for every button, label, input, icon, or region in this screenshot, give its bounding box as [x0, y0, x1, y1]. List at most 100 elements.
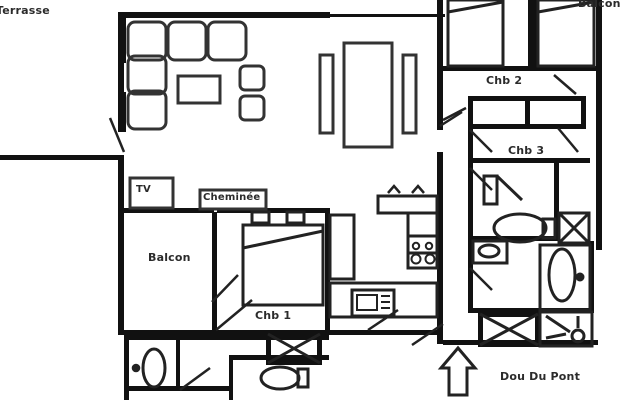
label-balcon-top: Balcon: [578, 0, 621, 10]
shower-box-br-x2: [479, 312, 539, 347]
door-chb2: [442, 106, 467, 122]
entrance-arrow-icon: [437, 345, 479, 397]
fireplace-unit: [198, 188, 268, 211]
label-tv: TV: [136, 184, 151, 195]
door-terrasse: [108, 117, 126, 153]
wall-kitchen-right: [437, 180, 443, 330]
living-room-furniture: [126, 20, 266, 131]
wall-shower-bl-left: [266, 332, 271, 365]
label-chb1: Chb 1: [255, 309, 292, 322]
wall-top-right-room-bottom: [533, 66, 601, 71]
sofa-cushion-2: [166, 20, 208, 62]
door-entry: [411, 322, 444, 347]
wall-bottom-kitchen: [324, 330, 443, 335]
wall-bottom-right: [443, 340, 598, 345]
bathtub-lower-housing: [538, 243, 592, 312]
wall-sofa-back-lower: [121, 92, 126, 132]
wall-shower-br-left: [478, 312, 483, 347]
wall-bl-divider-v: [176, 340, 180, 390]
burner-2: [424, 241, 434, 251]
wall-bl-vert-right: [229, 355, 233, 400]
door-chb3-b: [557, 127, 579, 153]
bed-chb1-cover: [242, 229, 324, 250]
wall-bath-left: [468, 241, 473, 311]
coffee-table: [176, 74, 222, 105]
washbasin-housing: [471, 239, 509, 265]
bed-chb2: [446, 0, 505, 68]
wall-terrasse-divider: [0, 155, 124, 160]
label-chb3: Chb 3: [508, 144, 545, 157]
tv-fireplace-group: [128, 176, 268, 211]
door-bath-ur: [469, 167, 493, 191]
wall-bath-mid-h: [468, 236, 554, 241]
dining-bench-right: [401, 53, 418, 135]
wall-bl-bath-top: [124, 335, 329, 340]
kitchen-sink-bowl-2: [411, 184, 425, 194]
label-entrance: Dou Du Pont: [500, 370, 581, 383]
armchair-1: [238, 64, 266, 92]
bathtub-upper: [492, 212, 548, 244]
pillow-chb1-right: [285, 210, 306, 225]
burner-1: [411, 241, 421, 251]
wall-bath-top: [468, 163, 473, 238]
wall-closet-left: [468, 96, 473, 129]
label-cheminee: Cheminée: [203, 192, 261, 203]
kitchen-counter-top: [376, 194, 439, 215]
bathtub-bl: [141, 347, 167, 389]
door-chb3-c: [553, 74, 577, 95]
door-bl-bath: [179, 366, 211, 392]
wall-chb1-top: [217, 208, 330, 213]
wall-shower-bl-bottom: [266, 360, 322, 365]
kitchen-counter-bottom: [328, 281, 439, 319]
sofa-cushion-3: [206, 20, 248, 62]
burner-4: [424, 253, 436, 265]
beds-group: [241, 0, 596, 307]
oven-door-window: [356, 294, 378, 311]
wall-chb2-left: [437, 0, 442, 18]
sofa-cushion-5: [126, 89, 168, 131]
dining-bench-left: [318, 53, 335, 135]
kitchen-sink-bowl-1: [387, 184, 401, 194]
toilet-bl-tank: [296, 367, 310, 389]
door-chb1-a: [211, 274, 239, 303]
door-kitchen: [367, 308, 399, 332]
wall-bath-right-upper: [554, 163, 559, 241]
wall-shower-br-right: [535, 312, 540, 347]
wall-sofa-back-upper: [121, 18, 126, 63]
door-chb3-a: [469, 129, 493, 153]
wall-left-upper: [118, 12, 124, 132]
sofa-cushion-1: [126, 20, 168, 62]
bathrooms-right-group: [471, 174, 594, 348]
bathtub-bl-drain: [131, 363, 141, 373]
wall-right-outer: [596, 150, 602, 250]
wall-chb2-right: [528, 0, 533, 71]
wall-balcon-right-outer: [596, 0, 602, 150]
label-balcon-left: Balcon: [148, 251, 191, 264]
cabinet-chb3: [482, 174, 499, 206]
door-living-right: [439, 110, 463, 128]
wall-balcon-bottom: [533, 0, 538, 71]
wall-bl-bath-bottom: [129, 386, 229, 391]
wall-chb3-bottom: [468, 158, 590, 163]
wall-living-bottom: [124, 208, 214, 213]
shower-box-bl-x2: [267, 332, 321, 365]
label-terrasse: Terrasse: [0, 4, 50, 17]
toilet-box-br: [538, 310, 594, 348]
toilet-detail-1: [545, 314, 571, 334]
wall-top-left: [118, 12, 330, 18]
sofa-cushion-4: [126, 54, 168, 96]
washbasin-bowl: [477, 243, 501, 259]
door-chb1-b: [215, 299, 253, 331]
armchair-2: [238, 94, 266, 122]
wall-closet-mid: [525, 96, 530, 129]
kitchen-cabinet-left: [328, 213, 356, 281]
tv-unit: [128, 176, 175, 210]
cooktop: [406, 234, 439, 270]
wall-shower-br-top: [478, 312, 540, 317]
bathrooms-left-group: [131, 332, 321, 391]
dining-table: [342, 41, 394, 149]
door-bath-mid: [469, 267, 493, 291]
wall-balcon-left-divider: [212, 212, 217, 330]
